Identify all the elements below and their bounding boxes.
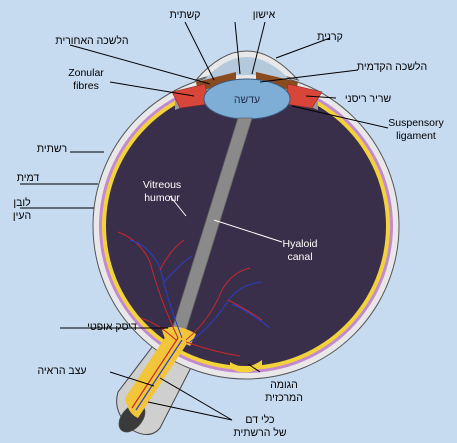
- label-anterior-chamber: הלשכה הקדמית: [357, 61, 427, 73]
- label-vitreous-2: humour: [144, 192, 180, 204]
- label-sclera-1: לובן: [13, 197, 31, 209]
- label-hyaloid-1: Hyaloid: [282, 238, 317, 250]
- label-vitreous-1: Vitreous: [143, 179, 181, 191]
- label-optic-disc: דיסק אופטי: [87, 321, 137, 333]
- label-retina: רשתית: [37, 143, 67, 155]
- label-iris: קשתית: [170, 9, 201, 21]
- label-retinal-vessels-1: כלי דם: [245, 414, 274, 426]
- label-posterior-chamber: הלשכה האחורית: [55, 35, 128, 47]
- label-fovea-1: הגומה: [270, 379, 298, 391]
- label-suspensory-2: ligament: [396, 130, 436, 142]
- label-optic-nerve: עצב הראיה: [37, 365, 86, 377]
- label-hyaloid-2: canal: [287, 251, 312, 263]
- label-lens: עדשה: [234, 94, 260, 106]
- label-choroid: דמית: [17, 172, 40, 184]
- label-sclera-2: העין: [13, 210, 31, 222]
- label-cornea: קרנית: [317, 31, 343, 43]
- label-pupil: אישון: [253, 9, 276, 21]
- label-fovea-2: המרכזית: [265, 392, 303, 404]
- label-retinal-vessels-2: של הרשתית: [233, 427, 286, 439]
- label-zonular-fibres-1: Zonular: [68, 67, 104, 79]
- label-zonular-fibres-2: fibres: [73, 80, 99, 92]
- label-ciliary-muscle: שריר ריסני: [345, 93, 392, 105]
- label-suspensory-1: Suspensory: [388, 117, 444, 129]
